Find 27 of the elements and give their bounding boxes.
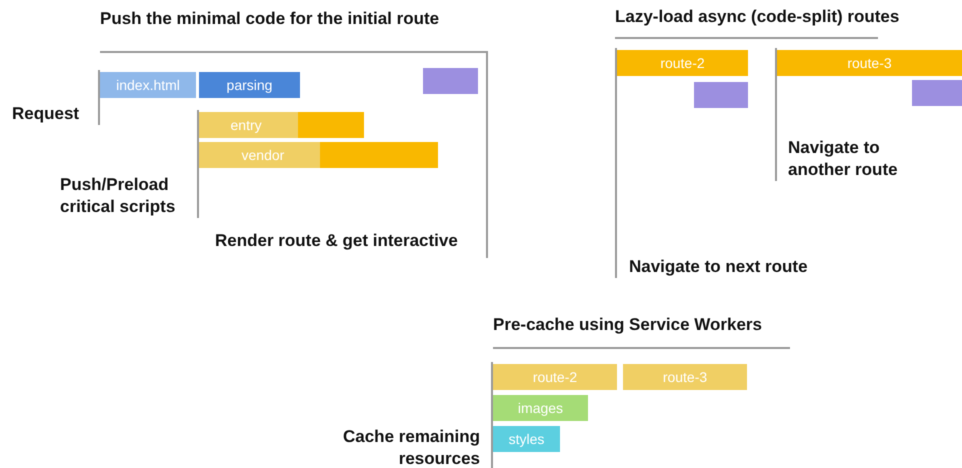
- timeline-bar: index.html: [100, 72, 196, 98]
- step-label: Render route & get interactive: [215, 230, 459, 252]
- task-bar-block: [694, 82, 748, 108]
- step-label: Navigate to another route: [788, 137, 908, 181]
- timeline-bar: route-3: [623, 364, 747, 390]
- bracket-line: [491, 362, 493, 468]
- section-heading: Pre-cache using Service Workers: [493, 314, 763, 336]
- bracket-line: [775, 48, 777, 181]
- timeline-bar: entry: [199, 112, 364, 138]
- bracket-line: [615, 48, 617, 278]
- step-label: Push/Preload critical scripts: [60, 174, 190, 218]
- timeline-bar: parsing: [199, 72, 300, 98]
- task-bar-block: [423, 68, 478, 94]
- step-label: Cache remaining resources: [330, 426, 480, 468]
- timeline-bar: route-2: [493, 364, 617, 390]
- timeline-bar: route-3: [777, 50, 962, 76]
- section-heading: Lazy-load async (code-split) routes: [615, 6, 900, 28]
- timeline-bar: styles: [493, 426, 560, 452]
- timeline-bar: route-2: [617, 50, 748, 76]
- task-bar-block: [912, 80, 962, 106]
- timeline-bar: images: [493, 395, 588, 421]
- step-label: Navigate to next route: [629, 256, 829, 278]
- section-heading: Push the minimal code for the initial route: [100, 8, 440, 30]
- timeline-bar: vendor: [199, 142, 438, 168]
- bracket-line: [197, 110, 199, 218]
- step-label: Request: [12, 103, 84, 125]
- bracket-line: [98, 70, 100, 125]
